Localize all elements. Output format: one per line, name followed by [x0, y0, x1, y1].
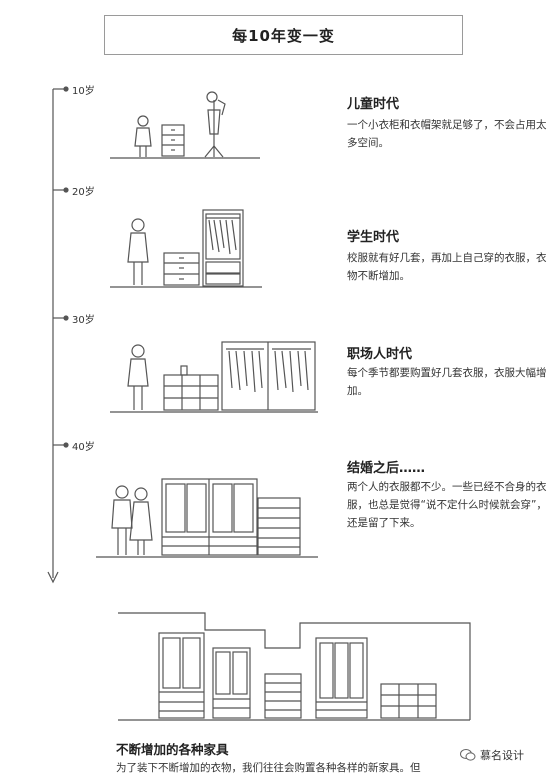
bottom-title: 不断增加的各种家具	[116, 742, 229, 757]
watermark: 慕名设计	[457, 746, 527, 764]
married-scene	[96, 478, 318, 558]
child-scene	[110, 91, 260, 159]
stage-title-child: 儿童时代	[347, 97, 400, 112]
timeline-arrow	[47, 86, 69, 584]
furniture-room	[118, 612, 471, 721]
page-title: 每10年变一变	[104, 15, 463, 55]
stage-title-student: 学生时代	[347, 230, 400, 245]
age-label-20: 20岁	[72, 187, 95, 198]
watermark-text: 慕名设计	[480, 749, 524, 762]
wechat-icon	[460, 749, 476, 761]
worker-scene	[110, 341, 318, 413]
bottom-desc: 为了装下不断增加的衣物，我们往往会购置各种各样的新家具。但	[116, 762, 421, 774]
age-label-40: 40岁	[72, 442, 95, 453]
stage-desc-worker: 每个季节都要购置好几套衣服，衣服大幅增加。	[347, 367, 547, 397]
stage-title-worker: 职场人时代	[347, 347, 413, 362]
stage-title-married: 结婚之后……	[347, 461, 426, 476]
stage-desc-married: 两个人的衣服都不少。一些已经不合身的衣服，也总是觉得“说不定什么时候就会穿”，还…	[347, 481, 547, 529]
age-label-30: 30岁	[72, 315, 95, 326]
stage-desc-student: 校服就有好几套，再加上自己穿的衣服，衣物不断增加。	[347, 252, 547, 282]
stage-desc-child: 一个小衣柜和衣帽架就足够了，不会占用太多空间。	[347, 119, 547, 149]
age-label-10: 10岁	[72, 86, 95, 97]
student-scene	[110, 209, 262, 288]
